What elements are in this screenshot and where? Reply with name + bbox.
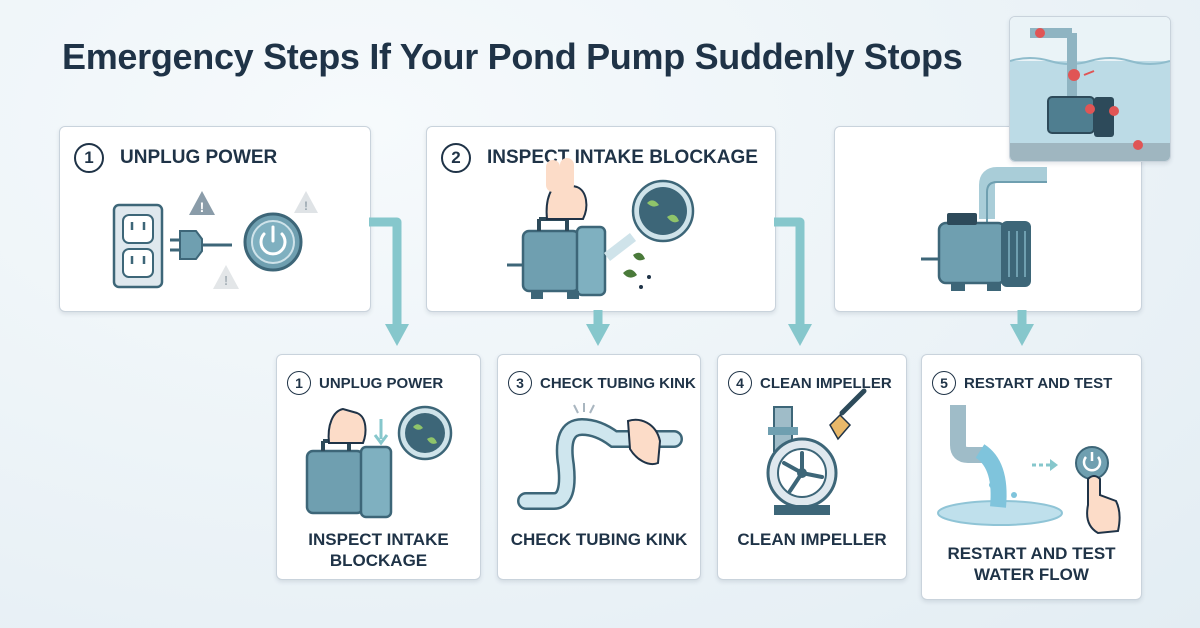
step-caption: CHECK TUBING KINK xyxy=(510,530,688,549)
plug-icon xyxy=(170,230,232,260)
hand-icon xyxy=(327,407,367,444)
step-caption: CLEAN IMPELLER xyxy=(737,530,887,549)
arrowheads xyxy=(385,324,1034,346)
step-number: 5 xyxy=(932,371,956,395)
impeller-illustration xyxy=(766,388,867,515)
step-title: UNPLUG POWER xyxy=(319,374,444,392)
power-outlet-icon xyxy=(112,203,164,289)
step-label: 1 UNPLUG POWER xyxy=(287,371,443,395)
alert-dot xyxy=(1109,106,1119,116)
step-caption: INSPECT INTAKE BLOCKAGE xyxy=(308,530,449,570)
alert-dot xyxy=(1133,140,1143,150)
intake-screen-icon xyxy=(397,405,453,461)
pond-pump-thumbnail xyxy=(1009,16,1171,162)
step-title: CLEAN IMPELLER xyxy=(760,374,892,392)
intake-illustration xyxy=(305,405,453,519)
warning-icon: ! xyxy=(213,265,239,289)
step-card-inspect-intake: 2 INSPECT INTAKE BLOCKAGE xyxy=(426,126,776,312)
power-button-icon xyxy=(243,212,303,272)
step-card-check-tubing: 3 CHECK TUBING KINK CHECK TUBING KINK xyxy=(497,354,701,580)
step-number: 2 xyxy=(441,143,471,173)
step-number: 4 xyxy=(728,371,752,395)
pump-illustration xyxy=(921,167,1047,291)
step-card-unplug-power: 1 UNPLUG POWER xyxy=(59,126,371,312)
hand-icon xyxy=(545,158,588,220)
step-number: 3 xyxy=(508,371,532,395)
tubing-icon xyxy=(517,417,683,510)
leaf-icon xyxy=(623,252,651,289)
step-title: RESTART AND TEST xyxy=(964,374,1113,392)
pump-icon xyxy=(507,217,607,299)
flow-arrow-icon xyxy=(1032,459,1058,471)
svg-text:!: ! xyxy=(224,273,228,288)
step-title: CHECK TUBING KINK xyxy=(540,374,696,392)
step-label: 5 RESTART AND TEST xyxy=(932,371,1112,395)
unplug-illustration: ! ! ! xyxy=(112,191,318,289)
restart-illustration xyxy=(937,405,1121,535)
brush-icon xyxy=(829,388,867,441)
intake-illustration xyxy=(507,158,695,299)
step-label: 3 CHECK TUBING KINK xyxy=(508,371,696,395)
page-title: Emergency Steps If Your Pond Pump Sudden… xyxy=(62,36,963,77)
step-caption: RESTART AND TEST WATER FLOW xyxy=(947,544,1116,584)
pump-icon xyxy=(305,439,393,519)
step-number: 1 xyxy=(74,143,104,173)
warning-icon: ! xyxy=(294,191,318,213)
svg-text:!: ! xyxy=(200,199,205,215)
tubing-illustration xyxy=(517,403,683,510)
impeller-icon xyxy=(766,406,838,515)
alert-dot xyxy=(1085,104,1095,114)
step-title: UNPLUG POWER xyxy=(120,147,278,168)
svg-text:!: ! xyxy=(304,199,308,213)
hand-icon xyxy=(626,418,662,465)
pond-scene-illustration xyxy=(1010,17,1170,161)
alert-dot xyxy=(1035,28,1045,38)
step-card-restart-test: 5 RESTART AND TEST R xyxy=(921,354,1142,600)
warning-icon: ! xyxy=(189,191,215,215)
pump-icon xyxy=(921,167,1047,291)
power-button-icon xyxy=(1075,446,1109,480)
step-card-clean-impeller: 4 CLEAN IMPELLER CLEAN IMPELLER xyxy=(717,354,907,580)
step-card-inspect-intake-bottom: 1 UNPLUG POWER INSPECT INTAKE BLOCKAGE xyxy=(276,354,481,580)
step-label: 4 CLEAN IMPELLER xyxy=(728,371,892,395)
step-label: 1 UNPLUG POWER xyxy=(74,143,277,173)
alert-dot xyxy=(1068,69,1080,81)
intake-screen-icon xyxy=(603,179,695,261)
step-number: 1 xyxy=(287,371,311,395)
hand-icon xyxy=(1086,475,1121,535)
water-splash-icon xyxy=(937,405,1063,526)
